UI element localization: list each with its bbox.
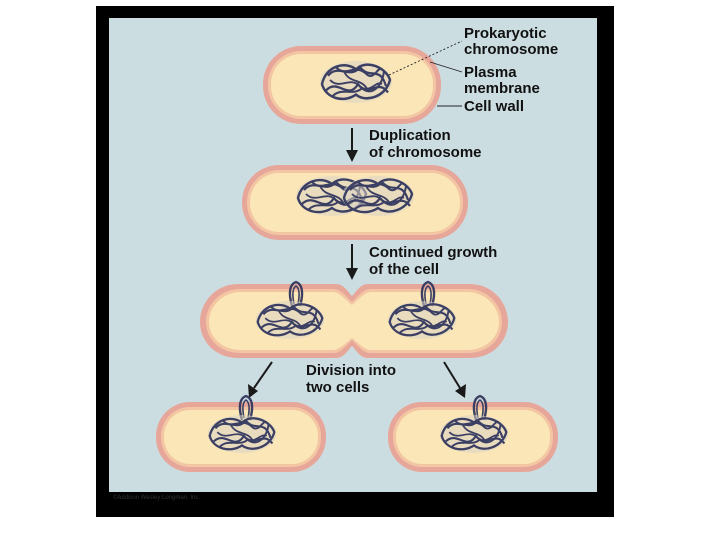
label-chromosome: chromosome	[464, 41, 559, 58]
label-leader-lines	[388, 40, 463, 107]
arrow-down-2	[346, 244, 358, 280]
label-cell-wall: Cell wall	[464, 98, 525, 115]
copyright-text: ©Addison Wesley Longman, Inc.	[113, 495, 201, 501]
daughter-cell-left	[156, 394, 326, 472]
step-3-line1: Division into	[306, 362, 396, 379]
step-2-line2: of the cell	[369, 261, 440, 278]
arrow-down-1	[346, 128, 358, 162]
cell-stage-3	[200, 280, 508, 358]
cell-stage-2	[242, 165, 468, 240]
step-2-line1: Continued growth	[369, 244, 498, 261]
arrow-diagonal-left	[248, 361, 273, 398]
label-prokaryotic: Prokaryotic	[464, 25, 547, 42]
chromosome-icon	[318, 59, 394, 105]
label-membrane: membrane	[464, 80, 540, 97]
step-1-line2: of chromosome	[369, 144, 482, 161]
label-plasma: Plasma	[464, 64, 517, 81]
daughter-cell-right	[388, 394, 558, 472]
cell-stage-1	[263, 46, 441, 124]
step-1-line1: Duplication	[369, 127, 451, 144]
arrow-diagonal-right	[443, 361, 466, 398]
step-3-line2: two cells	[306, 379, 370, 396]
chromosome-icon	[340, 174, 416, 218]
